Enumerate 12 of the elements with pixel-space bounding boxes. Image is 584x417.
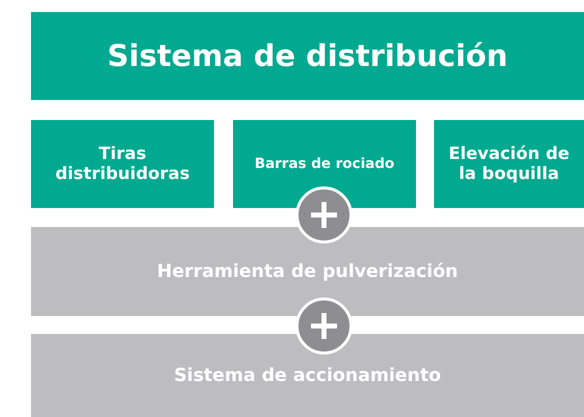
box-label: Sistema de distribución — [107, 38, 508, 74]
category-box — [434, 120, 584, 208]
layer-band — [31, 227, 584, 316]
header-box — [31, 12, 584, 100]
box-label: Barras de rociado — [254, 156, 394, 172]
layer-band — [31, 334, 584, 417]
box-label: Herramienta de pulverización — [157, 261, 458, 282]
category-box — [31, 120, 214, 208]
box-label: Sistema de accionamiento — [174, 365, 442, 386]
box-label: Elevación de la boquilla — [448, 144, 570, 184]
category-box — [233, 120, 416, 208]
box-label: Tiras distribuidoras — [54, 144, 191, 184]
